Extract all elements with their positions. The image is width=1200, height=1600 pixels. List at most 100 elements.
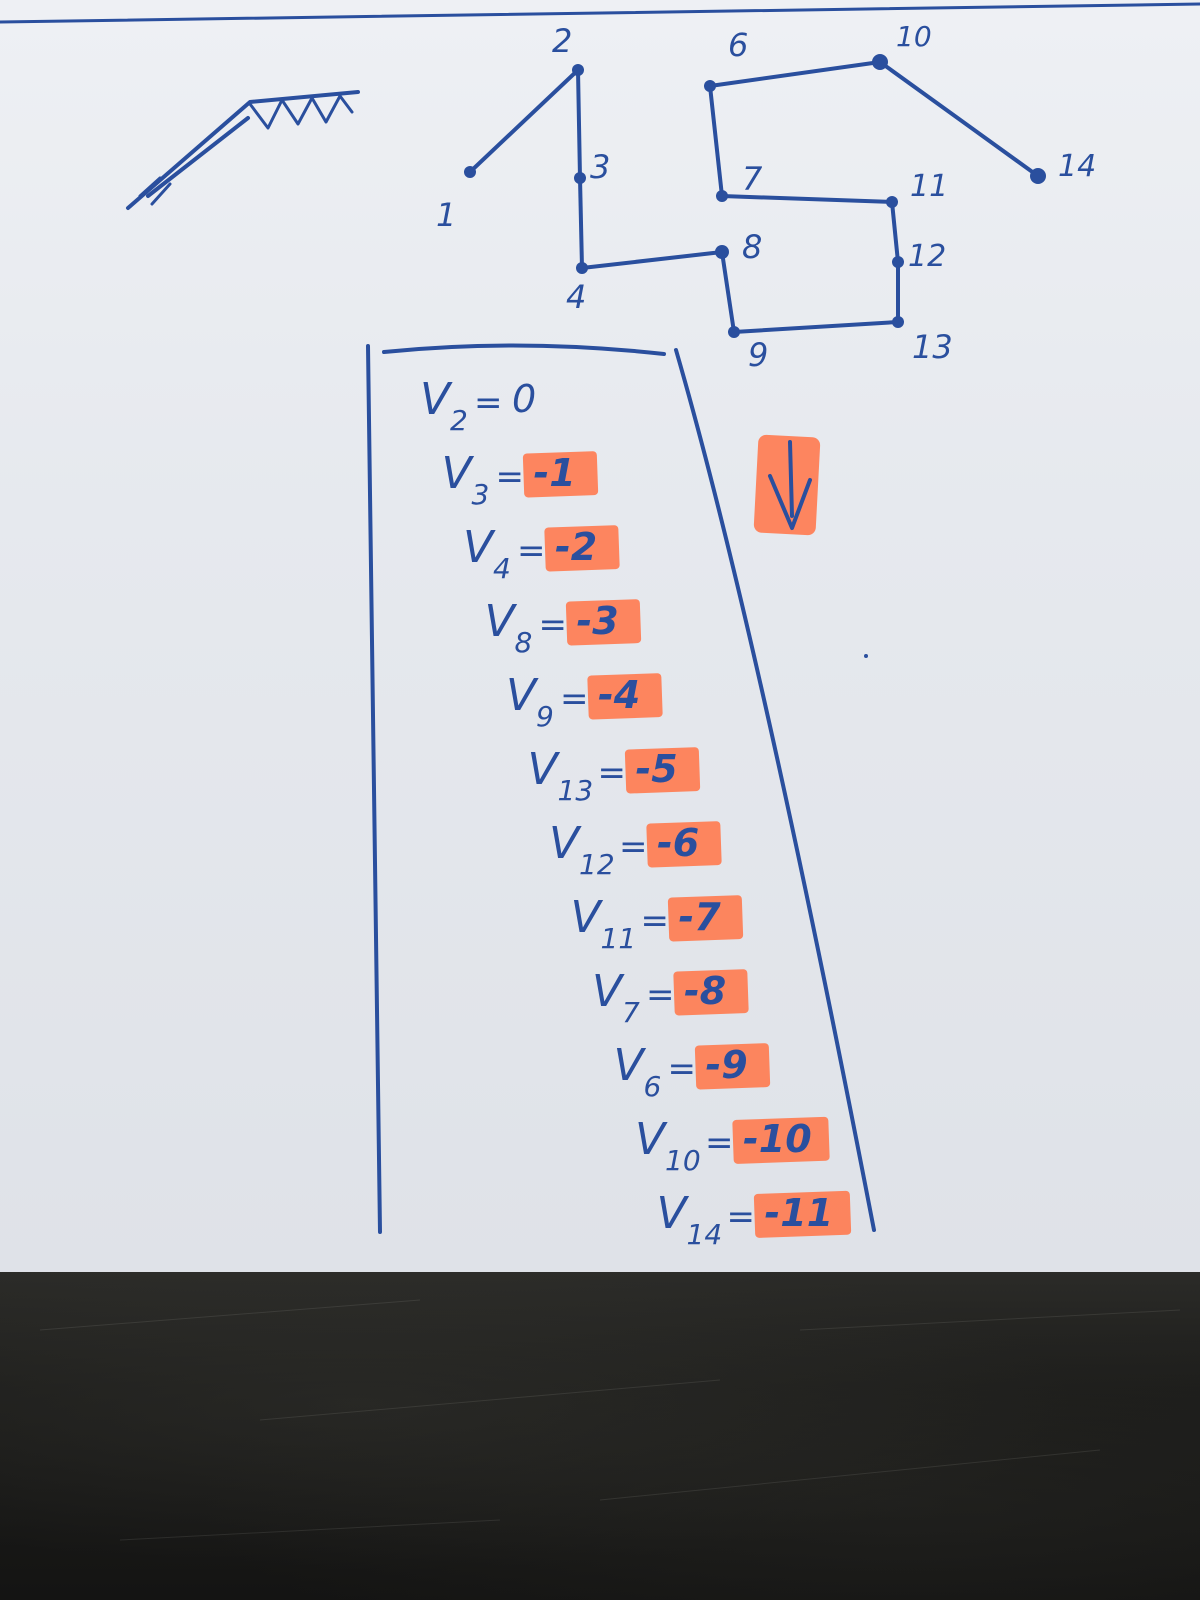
node-14 bbox=[1030, 168, 1046, 184]
equation-equals-sign: = bbox=[517, 531, 546, 571]
node-6 bbox=[704, 80, 716, 92]
highlighter-mark bbox=[565, 599, 642, 646]
equation-equals-sign: = bbox=[474, 383, 503, 423]
equation-variable: V bbox=[420, 374, 453, 425]
equation-variable: V bbox=[635, 1114, 668, 1165]
highlighter-mark bbox=[732, 1116, 830, 1164]
graph-node-dots bbox=[464, 54, 1046, 338]
highlighter-mark bbox=[544, 525, 620, 572]
edge-4-8 bbox=[580, 250, 724, 270]
node-11 bbox=[886, 196, 898, 208]
node-label-2: 2 bbox=[552, 22, 572, 60]
paper-top-rule bbox=[0, 2, 1200, 24]
equation-subscript: 13 bbox=[558, 774, 594, 807]
node-label-11: 11 bbox=[910, 169, 948, 204]
equation-subscript: 10 bbox=[665, 1144, 701, 1177]
pen-speck bbox=[864, 654, 868, 658]
equation-value: -3 bbox=[577, 599, 619, 643]
node-label-6: 6 bbox=[728, 26, 748, 64]
equation-value: 0 bbox=[512, 377, 536, 421]
equation-subscript: 14 bbox=[687, 1218, 723, 1251]
equation-variable: V bbox=[442, 448, 475, 499]
equation-subscript: 12 bbox=[579, 848, 615, 881]
equation-variable: V bbox=[614, 1040, 647, 1091]
equation-value: -8 bbox=[684, 969, 726, 1013]
equation-value: -9 bbox=[706, 1043, 748, 1087]
equation-equals-sign: = bbox=[646, 975, 675, 1015]
highlighter-mark bbox=[624, 747, 701, 794]
equation-variable: V bbox=[549, 818, 582, 869]
equation-equals-sign: = bbox=[641, 901, 670, 941]
equation-equals-sign: = bbox=[727, 1197, 756, 1237]
equation-variable: V bbox=[657, 1188, 690, 1239]
equation-subscript: 4 bbox=[493, 552, 511, 585]
node-label-13: 13 bbox=[912, 328, 953, 366]
equation-variable: V bbox=[571, 892, 604, 943]
equation-value: -2 bbox=[555, 525, 597, 569]
edge-12-11 bbox=[890, 200, 900, 264]
equation-subscript: 9 bbox=[536, 700, 554, 733]
edge-8-9 bbox=[720, 250, 736, 334]
highlighter-mark bbox=[522, 451, 599, 498]
equation-equals-sign: = bbox=[496, 457, 525, 497]
node-2 bbox=[572, 64, 584, 76]
equation-equals-sign: = bbox=[560, 679, 589, 719]
equation-value: -10 bbox=[743, 1117, 812, 1161]
equation-subscript: 6 bbox=[644, 1070, 662, 1103]
node-4 bbox=[576, 262, 588, 274]
highlighter-mark bbox=[646, 821, 722, 868]
equation-subscript: 2 bbox=[450, 404, 468, 437]
node-label-3: 3 bbox=[590, 148, 610, 186]
node-label-9: 9 bbox=[748, 336, 768, 374]
node-10 bbox=[872, 54, 888, 70]
node-label-7: 7 bbox=[742, 160, 763, 198]
equation-equals-sign: = bbox=[598, 753, 627, 793]
equation-value: -1 bbox=[534, 451, 576, 495]
equation-frame bbox=[366, 343, 876, 1234]
edge-10-14 bbox=[878, 60, 1040, 178]
equation-value: -4 bbox=[598, 673, 640, 717]
node-3 bbox=[574, 172, 586, 184]
node-9 bbox=[728, 326, 740, 338]
equation-equals-sign: = bbox=[539, 605, 568, 645]
node-label-12: 12 bbox=[908, 239, 946, 274]
node-label-8: 8 bbox=[742, 228, 762, 266]
equation-value: -7 bbox=[679, 895, 722, 939]
graph-edges bbox=[468, 60, 1040, 334]
ground-support-symbol bbox=[126, 90, 360, 210]
equation-variable: V bbox=[528, 744, 561, 795]
node-label-1: 1 bbox=[436, 196, 456, 234]
equation-value: -11 bbox=[765, 1191, 834, 1235]
equation-subscript: 11 bbox=[601, 922, 637, 955]
edge-6-10 bbox=[708, 60, 882, 88]
node-8 bbox=[715, 245, 729, 259]
equation-subscript: 8 bbox=[515, 626, 533, 659]
highlighter-mark bbox=[753, 1190, 852, 1238]
graph-node-labels: 1 2 3 4 6 7 8 9 10 11 12 13 14 bbox=[436, 20, 1096, 374]
edge-7-6 bbox=[708, 84, 724, 198]
edge-2-3 bbox=[576, 68, 582, 180]
table-scratches bbox=[39, 1299, 1181, 1541]
equation-variable: V bbox=[506, 670, 539, 721]
equation-equals-sign: = bbox=[705, 1123, 734, 1163]
equation-equals-sign: = bbox=[619, 827, 648, 867]
edge-3-4 bbox=[578, 176, 584, 270]
node-1 bbox=[464, 166, 476, 178]
dark-table-surface bbox=[0, 1272, 1200, 1600]
equation-equals-sign: = bbox=[668, 1049, 697, 1089]
equation-value: -6 bbox=[657, 821, 699, 865]
edge-1-2 bbox=[468, 68, 580, 174]
node-12 bbox=[892, 256, 904, 268]
